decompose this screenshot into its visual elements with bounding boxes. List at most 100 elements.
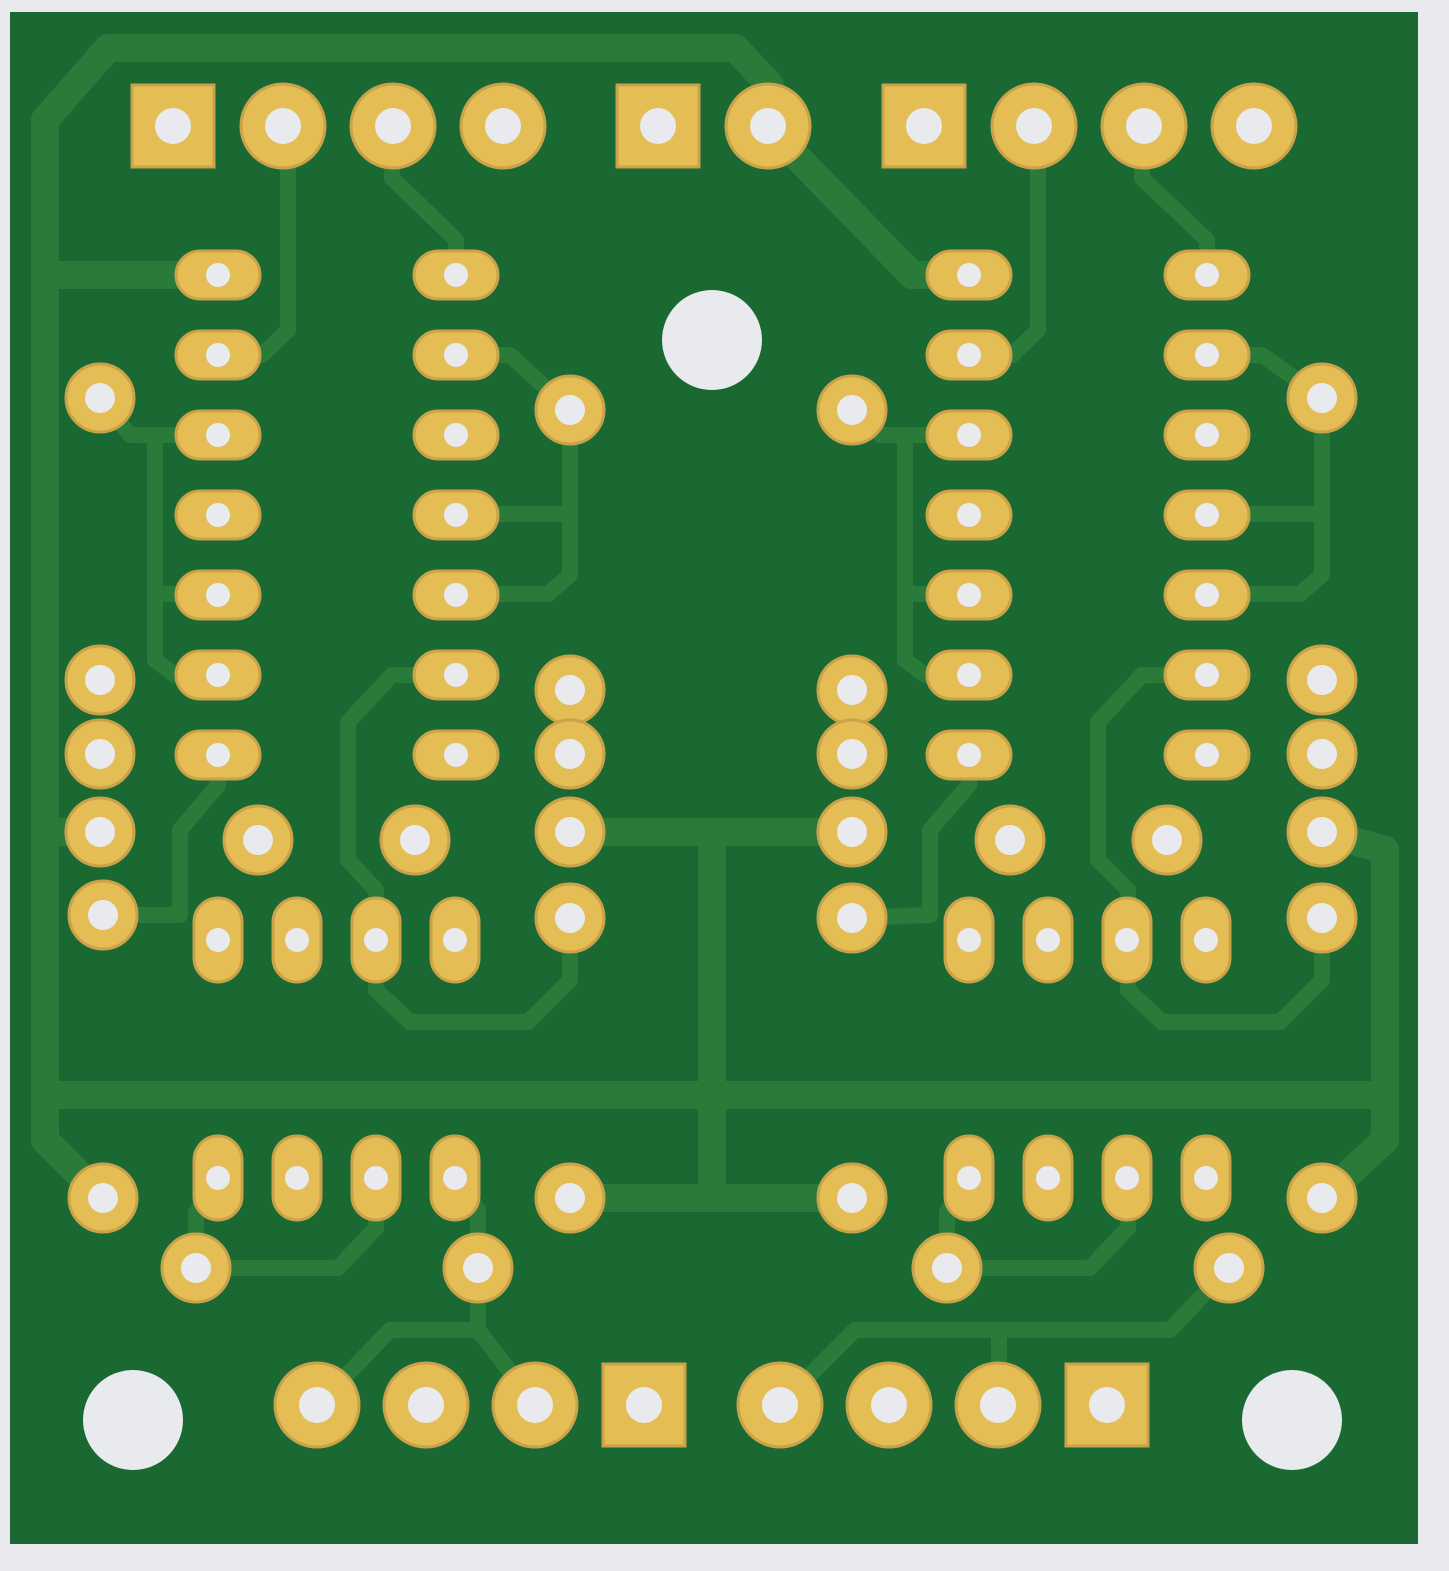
component-pad-13 (816, 654, 888, 726)
drill-hole (85, 817, 115, 847)
sip-row-right-lower-pin-3 (1101, 1134, 1153, 1222)
drill-hole (206, 343, 230, 367)
ic-left-pin-10 (412, 569, 500, 621)
drill-hole (555, 675, 585, 705)
drill-hole (1307, 383, 1337, 413)
drill-hole (364, 928, 388, 952)
ic-left-pin-8 (412, 729, 500, 781)
drill-hole (206, 1166, 230, 1190)
drill-hole (906, 108, 942, 144)
connector-top-left-pin-2 (239, 82, 327, 170)
ic-left-pin-9 (412, 649, 500, 701)
ic-right-pin-5 (925, 569, 1013, 621)
ic-left-pin-6 (174, 649, 262, 701)
drill-hole (1307, 817, 1337, 847)
drill-hole (837, 903, 867, 933)
drill-hole (1036, 928, 1060, 952)
drill-hole (206, 423, 230, 447)
ic-left-pin-3 (174, 409, 262, 461)
connector-bottom-right-pin-4 (1064, 1362, 1150, 1448)
drill-hole (957, 743, 981, 767)
drill-hole (1126, 108, 1162, 144)
mounting-hole-bottom-right (1242, 1370, 1342, 1470)
drill-hole (762, 1387, 798, 1423)
trace (1199, 347, 1330, 602)
sip-row-right-upper-pin-4 (1180, 896, 1232, 984)
drill-hole (443, 928, 467, 952)
drill-hole (1307, 903, 1337, 933)
component-pad-3 (816, 374, 888, 446)
drill-hole (206, 743, 230, 767)
drill-hole (299, 1387, 335, 1423)
drill-hole (957, 423, 981, 447)
drill-hole (444, 503, 468, 527)
ic-left-pin-11 (412, 489, 500, 541)
drill-hole (181, 1253, 211, 1283)
drill-hole (1016, 108, 1052, 144)
sip-row-right-upper-pin-1 (943, 896, 995, 984)
drill-hole (485, 108, 521, 144)
drill-hole (443, 1166, 467, 1190)
ic-right-pin-1 (925, 249, 1013, 301)
sip-row-left-lower-pin-4 (429, 1134, 481, 1222)
drill-hole (1194, 928, 1218, 952)
drill-hole (555, 395, 585, 425)
component-pad-31 (911, 1232, 983, 1304)
component-pad-25 (67, 1162, 139, 1234)
drill-hole (626, 1387, 662, 1423)
sip-row-right-upper-pin-2 (1022, 896, 1074, 984)
drill-hole (640, 108, 676, 144)
component-pad-8 (67, 879, 139, 951)
connector-bottom-right-pin-2 (845, 1361, 933, 1449)
sip-row-left-upper-pin-3 (350, 896, 402, 984)
component-pad-9 (534, 654, 606, 726)
drill-hole (957, 583, 981, 607)
drill-hole (1195, 503, 1219, 527)
connector-bottom-left-pin-2 (382, 1361, 470, 1449)
drill-hole (837, 675, 867, 705)
component-pad-15 (816, 796, 888, 868)
ic-left-pin-13 (412, 329, 500, 381)
drill-hole (85, 383, 115, 413)
ic-right-pin-8 (1163, 729, 1251, 781)
sip-row-left-upper-pin-2 (271, 896, 323, 984)
drill-hole (206, 583, 230, 607)
drill-hole (1152, 825, 1182, 855)
component-pad-27 (816, 1162, 888, 1234)
drill-hole (1195, 343, 1219, 367)
component-pad-12 (534, 882, 606, 954)
component-pad-23 (1286, 796, 1358, 868)
component-pad-32 (1193, 1232, 1265, 1304)
drill-hole (206, 928, 230, 952)
drill-hole (871, 1387, 907, 1423)
drill-hole (957, 503, 981, 527)
ic-right-pin-10 (1163, 569, 1251, 621)
mounting-hole-bottom-left (83, 1370, 183, 1470)
drill-hole (206, 663, 230, 687)
component-pad-21 (1286, 644, 1358, 716)
drill-hole (206, 263, 230, 287)
drill-hole (555, 903, 585, 933)
component-pad-17 (222, 804, 294, 876)
component-pad-4 (1286, 362, 1358, 434)
drill-hole (1115, 1166, 1139, 1190)
drill-hole (1307, 739, 1337, 769)
component-pad-2 (534, 374, 606, 446)
drill-hole (400, 825, 430, 855)
drill-hole (85, 665, 115, 695)
component-pad-28 (1286, 1162, 1358, 1234)
ic-right-pin-6 (925, 649, 1013, 701)
drill-hole (932, 1253, 962, 1283)
connector-top-right-pin-3 (1100, 82, 1188, 170)
ic-left-pin-12 (412, 409, 500, 461)
drill-hole (1195, 423, 1219, 447)
drill-hole (555, 739, 585, 769)
drill-hole (444, 343, 468, 367)
trace (31, 34, 784, 1104)
component-pad-7 (64, 796, 136, 868)
drill-hole (1195, 263, 1219, 287)
drill-hole (1036, 1166, 1060, 1190)
drill-hole (957, 263, 981, 287)
sip-row-right-upper-pin-3 (1101, 896, 1153, 984)
